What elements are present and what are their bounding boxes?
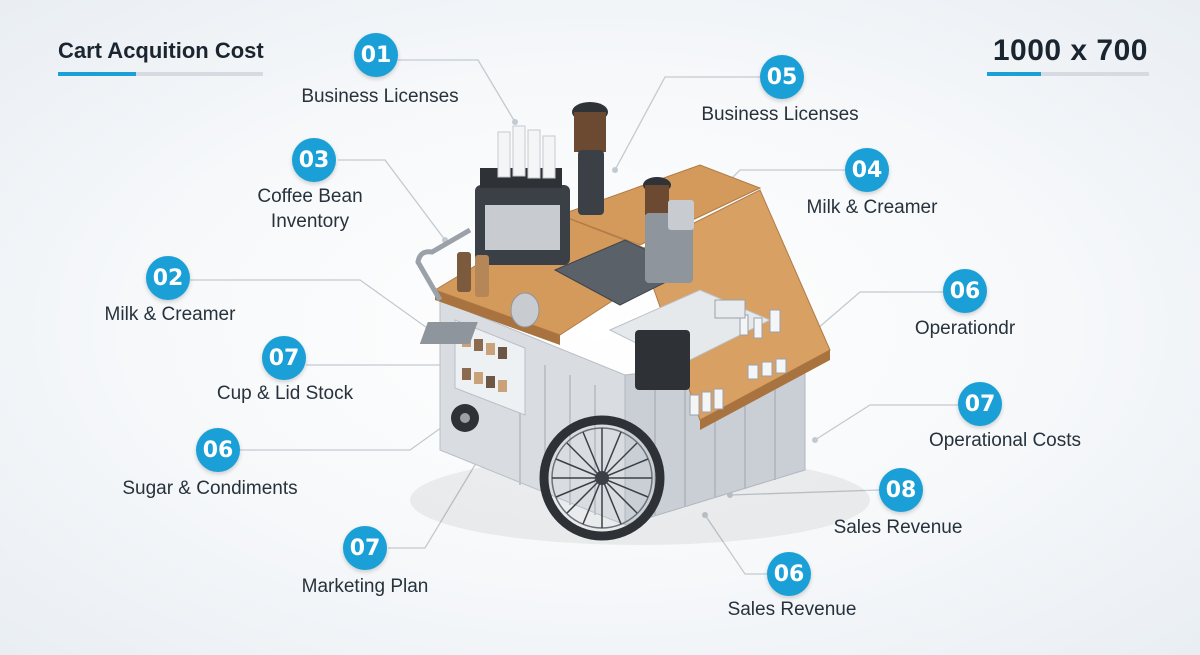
callout-label-cup-lid-stock: Cup & Lid Stock bbox=[216, 383, 354, 404]
callout-label-business-licenses: Business Licenses bbox=[301, 86, 459, 107]
callout-badge-07-opcosts: 07 bbox=[958, 382, 1002, 426]
callout-badge-08: 08 bbox=[879, 468, 923, 512]
size-underline bbox=[987, 72, 1149, 76]
callout-badge-02: 02 bbox=[146, 256, 190, 300]
callout-badge-07-marketing: 07 bbox=[343, 526, 387, 570]
callout-badge-01: 01 bbox=[354, 33, 398, 77]
callout-label-business-licenses-right: Business Licenses bbox=[701, 104, 859, 125]
callout-label-sales-revenue-right: Sales Revenue bbox=[833, 517, 963, 538]
callout-label-operational-costs: Operational Costs bbox=[928, 430, 1082, 451]
callout-badge-05: 05 bbox=[760, 55, 804, 99]
callout-badge-06-sales: 06 bbox=[767, 552, 811, 596]
title-underline bbox=[58, 72, 263, 76]
leader-lines bbox=[190, 59, 958, 575]
callout-badge-06-sugar: 06 bbox=[196, 428, 240, 472]
size-label: 1000 x 700 bbox=[992, 34, 1148, 67]
page-title: Cart Acquition Cost bbox=[58, 38, 264, 63]
callout-badge-06-op: 06 bbox=[943, 269, 987, 313]
callout-badge-04: 04 bbox=[845, 148, 889, 192]
callout-label-milk-creamer-left: Milk & Creamer bbox=[104, 304, 236, 325]
callout-badge-07-cups: 07 bbox=[262, 336, 306, 380]
callout-label-operationdr: Operationdr bbox=[914, 318, 1016, 339]
callout-label-sales-revenue-bottom: Sales Revenue bbox=[727, 599, 857, 620]
callout-label-marketing-plan: Marketing Plan bbox=[301, 576, 429, 597]
callout-badge-03: 03 bbox=[292, 138, 336, 182]
callout-label-milk-creamer-right: Milk & Creamer bbox=[806, 197, 938, 218]
callout-label-sugar-condiments: Sugar & Condiments bbox=[122, 478, 298, 499]
